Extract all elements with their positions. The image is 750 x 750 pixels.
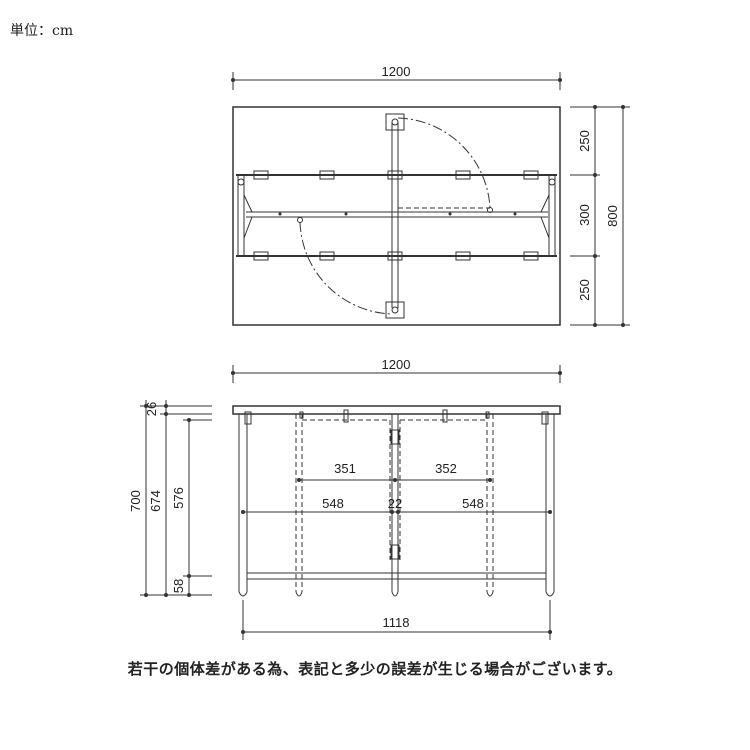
bay-right: 548: [462, 496, 484, 511]
height-total: 700: [128, 490, 143, 512]
height-under-top: 674: [148, 490, 163, 512]
bay-dimensions: 548 22 548: [241, 496, 552, 514]
top-width-dimension: 1200: [231, 64, 562, 90]
rail-clips: [253, 170, 539, 261]
front-width-dimension: 1200: [231, 357, 562, 383]
top-depth-dimensions: 250 300 250 800: [570, 105, 630, 327]
top-depth-total: 800: [605, 205, 620, 227]
front-tabletop: [232, 405, 561, 415]
front-view: 1200 351 352: [128, 357, 562, 640]
inner-width-dimension: 1118: [241, 600, 552, 640]
tabletop-outline: [232, 106, 561, 326]
inner-width-label: 1118: [383, 615, 410, 630]
foot-height: 58: [171, 579, 186, 593]
top-view: 1200: [231, 64, 630, 327]
span-dimensions: 351 352: [297, 461, 492, 482]
front-width-label: 1200: [382, 357, 411, 372]
unit-label: 単位：cm: [10, 23, 74, 39]
shelf-height: 576: [171, 487, 186, 509]
top-depth-segment-3: 250: [577, 279, 592, 301]
center-gap: 22: [388, 496, 402, 511]
bay-left: 548: [322, 496, 344, 511]
disclaimer-note: 若干の個体差がある為、表記と多少の誤差が生じる場合がございます。: [127, 660, 623, 678]
top-width-label: 1200: [382, 64, 411, 79]
span-left: 351: [334, 461, 356, 476]
span-right: 352: [435, 461, 457, 476]
top-depth-segment-1: 250: [577, 130, 592, 152]
top-depth-segment-2: 300: [577, 204, 592, 226]
top-thickness: 26: [144, 402, 159, 416]
height-dimensions: 26 700 674 576 58: [128, 400, 212, 597]
